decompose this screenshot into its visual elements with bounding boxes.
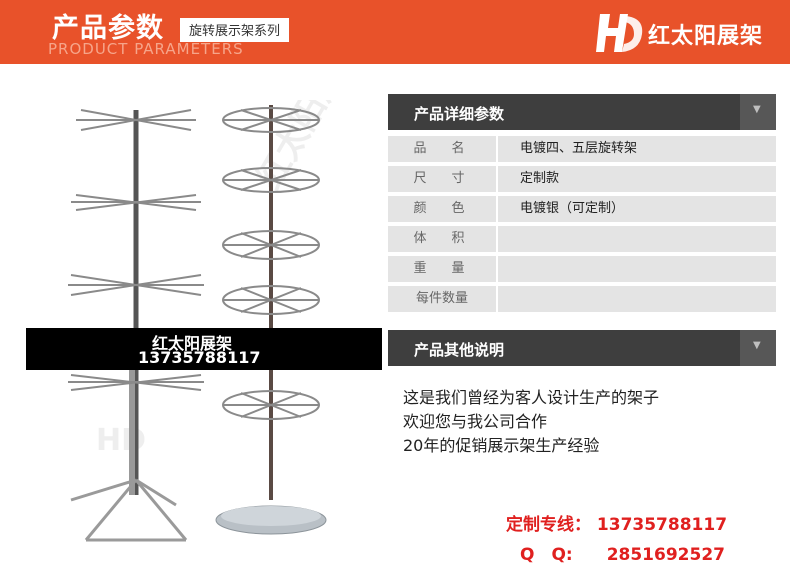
photo-caption: 红太阳展架 13735788117: [26, 328, 382, 370]
spec-value: 电镀四、五层旋转架: [498, 136, 776, 162]
spec-label: 体 积: [388, 226, 496, 252]
spec-row-name: 品 名 电镀四、五层旋转架: [388, 134, 776, 164]
spec-label: 尺 寸: [388, 166, 496, 192]
contact-qq: Q Q: 2851692527: [520, 545, 725, 565]
hd-logo-icon: [596, 14, 643, 52]
spec-row-size: 尺 寸 定制款: [388, 164, 776, 194]
page-subtitle: PRODUCT PARAMETERS: [48, 40, 244, 58]
header-banner: 产品参数 PRODUCT PARAMETERS 旋转展示架系列 红太阳展架: [0, 0, 790, 64]
spec-value: [498, 256, 776, 282]
brand-logo: 红太阳展架: [596, 8, 786, 58]
note-line: 这是我们曾经为客人设计生产的架子: [403, 388, 660, 407]
series-badge: 旋转展示架系列: [180, 18, 290, 42]
page-title: 产品参数: [52, 13, 164, 44]
spec-table: 品 名 电镀四、五层旋转架 尺 寸 定制款 颜 色 电镀银（可定制） 体 积 重…: [388, 134, 776, 314]
chevron-down-icon: ▼: [753, 104, 761, 115]
spec-label: 品 名: [388, 136, 496, 162]
spec-value: [498, 286, 776, 312]
chevron-down-icon: ▼: [753, 340, 761, 351]
spec-label: 每件数量: [388, 286, 496, 312]
details-toggle[interactable]: ▼: [740, 94, 776, 130]
caption-brand: 红太阳展架: [152, 334, 233, 353]
spec-label: 重 量: [388, 256, 496, 282]
spec-value: [498, 226, 776, 252]
brand-name: 红太阳展架: [648, 24, 764, 49]
other-notes-heading: 产品其他说明: [414, 341, 505, 359]
other-notes-header[interactable]: 产品其他说明 ▼: [388, 330, 776, 366]
spec-value: 定制款: [498, 166, 776, 192]
note-line: 20年的促销展示架生产经验: [403, 436, 600, 455]
spec-row-color: 颜 色 电镀银（可定制）: [388, 194, 776, 224]
note-line: 欢迎您与我公司合作: [403, 412, 548, 431]
other-notes: 这是我们曾经为客人设计生产的架子 欢迎您与我公司合作 20年的促销展示架生产经验: [403, 386, 659, 458]
contact-hotline: 定制专线： 13735788117: [506, 515, 728, 535]
details-heading: 产品详细参数: [414, 105, 505, 123]
details-header[interactable]: 产品详细参数 ▼: [388, 94, 776, 130]
spec-row-weight: 重 量: [388, 254, 776, 284]
other-notes-toggle[interactable]: ▼: [740, 330, 776, 366]
svg-text:HD: HD: [96, 423, 146, 458]
spec-row-volume: 体 积: [388, 224, 776, 254]
spec-label: 颜 色: [388, 196, 496, 222]
caption-phone: 13735788117: [138, 348, 261, 367]
spec-value: 电镀银（可定制）: [498, 196, 776, 222]
spec-row-quantity: 每件数量: [388, 284, 776, 314]
